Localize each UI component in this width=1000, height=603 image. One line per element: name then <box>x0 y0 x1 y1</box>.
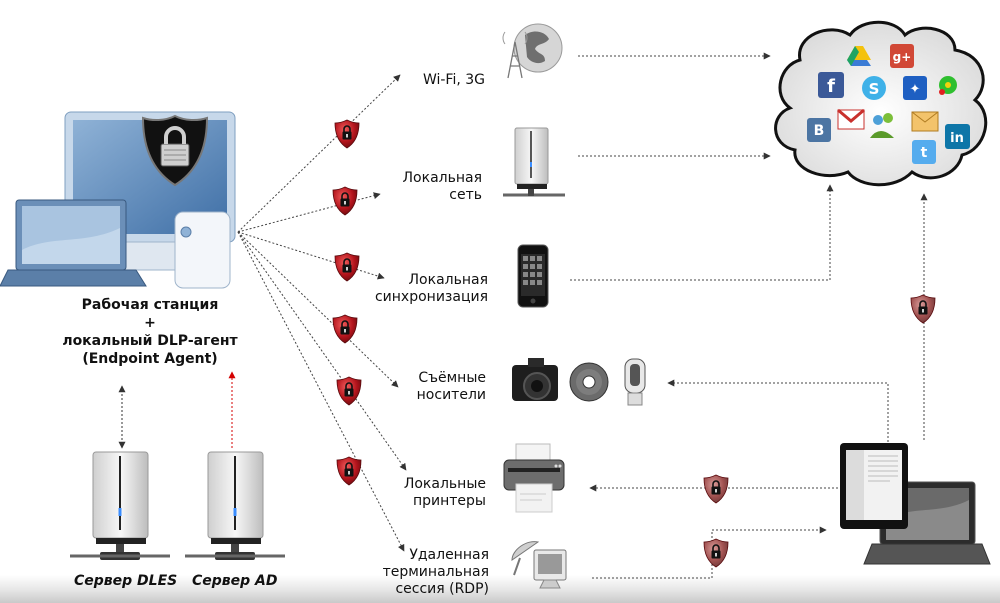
server-ad-label: Сервер AD <box>192 573 278 589</box>
svg-text:B: B <box>814 123 825 139</box>
camera-icon <box>512 358 558 401</box>
shield-lock-icon <box>703 474 729 504</box>
connector-sync <box>237 231 385 280</box>
channel-label-line: носители <box>416 387 486 403</box>
skype-icon: S <box>862 76 886 100</box>
facebook-icon: f <box>818 72 844 98</box>
vkontakte-icon: B <box>807 118 831 142</box>
workstation-icon <box>0 111 236 289</box>
shield-lock-icon <box>332 186 358 216</box>
cloud-connectors <box>570 52 928 440</box>
svg-text:g+: g+ <box>893 50 912 64</box>
channel-label-line: Локальная <box>408 272 488 288</box>
connector-wifi <box>237 74 401 233</box>
server-dles-label: Сервер DLES <box>74 573 178 589</box>
channel-label-line: Локальные <box>403 476 486 492</box>
workstation-agent: локальный DLP-агент <box>62 333 238 349</box>
channel-label-line: синхронизация <box>374 289 488 305</box>
usb-drive-icon <box>624 358 646 406</box>
channel-label-lan: Локальная сеть <box>403 170 482 204</box>
email-icon <box>911 111 939 132</box>
channel-label-line: терминальная <box>382 564 489 580</box>
tablet-icon <box>840 443 908 529</box>
server-ad-icon <box>185 451 285 560</box>
shield-lock-icon <box>910 294 936 324</box>
connector-printers <box>237 231 407 471</box>
channel-label-removable: Съёмные носители <box>417 370 486 404</box>
svg-text:t: t <box>921 145 928 161</box>
server-icon <box>503 127 565 197</box>
server-dles-icon <box>70 451 170 560</box>
shield-lock-icon <box>334 119 360 149</box>
channel-label-line: Wi-Fi, 3G <box>422 72 485 88</box>
dlp-shields-outgoing <box>332 119 362 486</box>
shield-lock-icon <box>336 456 362 486</box>
cd-disc-icon <box>569 362 609 402</box>
remote-terminal-icon <box>511 541 567 589</box>
channel-label-printers: Локальные принтеры <box>404 476 486 510</box>
channel-label-line: Локальная <box>402 170 482 186</box>
workstation-title: Рабочая станция <box>81 297 219 313</box>
cloud-services-icon: g+ f S ✦ B in t <box>774 20 988 187</box>
connector-removable <box>237 231 399 388</box>
channel-label-sync: Локальная синхронизация <box>375 272 488 306</box>
channel-label-rdp: Удаленная терминальная сессия (RDP) <box>383 547 489 598</box>
dropbox-icon: ✦ <box>903 76 927 100</box>
shield-lock-icon <box>703 538 729 568</box>
channel-connectors <box>237 74 407 552</box>
shield-lock-icon <box>336 376 362 406</box>
linkedin-icon: in <box>945 124 970 149</box>
svg-text:✦: ✦ <box>910 82 921 97</box>
channel-label-line: Удаленная <box>409 547 489 563</box>
globe-tower-icon <box>502 23 563 79</box>
icq-icon <box>939 76 957 95</box>
channel-label-line: Съёмные <box>418 370 486 386</box>
printer-icon <box>503 443 565 513</box>
windows-live-messenger-icon <box>870 113 894 138</box>
smartphone-icon <box>517 244 549 308</box>
workstation-caption: Рабочая станция + локальный DLP-агент (E… <box>40 296 260 368</box>
shield-lock-icon <box>334 252 360 282</box>
channel-label-line: сеть <box>449 187 482 203</box>
workstation-plus: + <box>144 315 156 331</box>
twitter-icon: t <box>912 140 936 164</box>
svg-text:f: f <box>827 76 835 97</box>
google-drive-icon <box>847 46 871 66</box>
channel-label-wifi: Wi-Fi, 3G <box>423 72 485 89</box>
workstation-agent-en: (Endpoint Agent) <box>82 351 218 367</box>
google-plus-icon: g+ <box>890 44 914 68</box>
shield-lock-icon <box>332 314 358 344</box>
svg-text:in: in <box>950 131 964 146</box>
channel-label-line: принтеры <box>412 493 486 509</box>
channel-label-line: сессия (RDP) <box>395 581 489 597</box>
svg-text:S: S <box>869 80 880 98</box>
gmail-icon <box>837 108 865 130</box>
connector-lan <box>237 192 381 233</box>
